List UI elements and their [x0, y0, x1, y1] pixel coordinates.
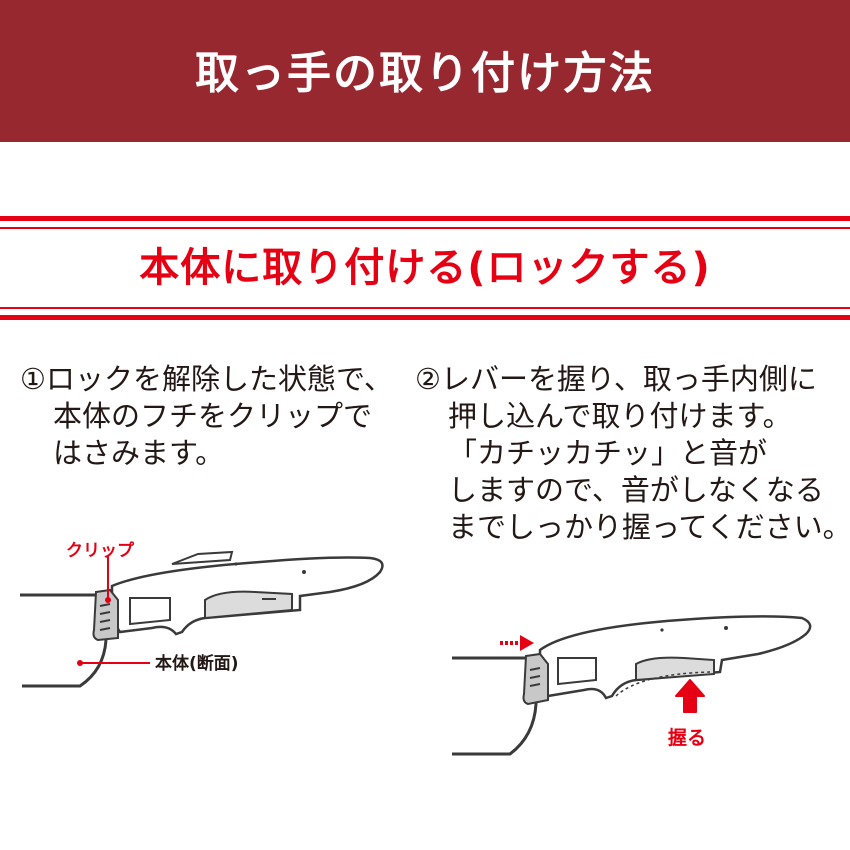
handle-top-button — [171, 550, 234, 565]
step-1-line: 本体のフチをクリップで — [53, 399, 373, 433]
rivet — [724, 626, 728, 630]
lever-grip-diagram: 握る — [452, 615, 812, 756]
handle-inner-plate — [129, 597, 171, 626]
step-2-line: 押し込んで取り付けます。 — [448, 399, 792, 433]
body-section-label: 本体(断面) — [155, 653, 239, 674]
push-arrow-icon — [500, 635, 534, 651]
clip-teeth — [99, 603, 111, 631]
lever — [635, 656, 715, 682]
lever — [204, 590, 293, 620]
clip — [522, 652, 549, 706]
clip-leader-dot — [105, 597, 111, 603]
bottom-rule-thick — [0, 315, 850, 320]
clip-label: クリップ — [66, 540, 135, 561]
rivet — [234, 562, 238, 566]
pot-rim-line — [20, 593, 108, 688]
step-2-line: までしっかり握ってください。 — [448, 510, 850, 544]
clip — [92, 588, 119, 642]
page-title: 取っ手の取り付け方法 — [195, 48, 655, 99]
section-title: 本体に取り付ける(ロックする) — [139, 245, 711, 291]
handle-inner-plate — [557, 657, 597, 686]
step-1-text: ①ロックを解除した状態で、 本体のフチをクリップで はさみます。 — [20, 361, 393, 472]
step-2-line: しますので、音がしなくなる — [448, 473, 824, 507]
grip-label: 握る — [668, 726, 706, 749]
step-2-line: ②レバーを握り、取っ手内側に — [415, 362, 817, 396]
rivet — [302, 570, 306, 574]
grip-arrow-icon — [675, 679, 705, 713]
step-2-text: ②レバーを握り、取っ手内側に 押し込んで取り付けます。 「カチッカチッ」と音が … — [415, 361, 850, 546]
step-1-line: ①ロックを解除した状態で、 — [20, 362, 393, 396]
lever-pressed-outline — [615, 671, 711, 697]
rivet — [660, 628, 664, 632]
body-leader-dot — [77, 660, 83, 666]
clip-attach-diagram: クリップ 本体(断面) — [20, 540, 384, 688]
step-2-line: 「カチッカチッ」と音が — [448, 436, 768, 470]
top-rule-thin — [0, 227, 850, 229]
clip-teeth — [529, 667, 541, 687]
header-bar: 取っ手の取り付け方法 — [0, 0, 850, 142]
top-rule-thick — [0, 216, 850, 221]
step-1-line: はさみます。 — [53, 436, 225, 470]
bottom-rule-thin — [0, 307, 850, 309]
pot-rim-line — [452, 656, 538, 756]
